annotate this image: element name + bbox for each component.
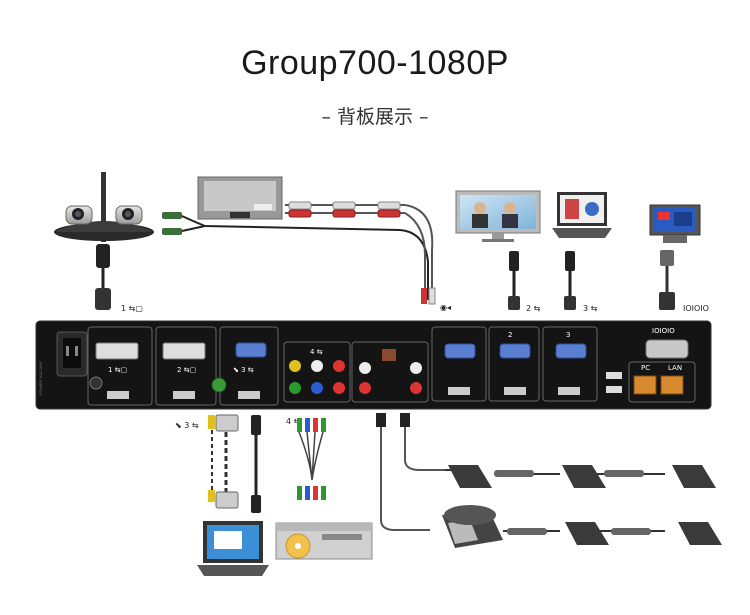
serial-cable <box>659 250 675 310</box>
mic-chain-top <box>445 465 716 488</box>
component-cable <box>297 418 326 500</box>
port-label-pc: PC <box>641 364 650 372</box>
camera-audio-cable <box>162 212 429 300</box>
rca-audio-cable <box>285 201 436 305</box>
dual-camera-stand <box>54 172 154 242</box>
monitor-2-cable <box>508 251 520 310</box>
callout-serial: IOIOIO <box>683 304 709 313</box>
monitor-2 <box>455 190 541 242</box>
port-label-serial: IOIOIO <box>652 327 675 335</box>
laptop-top <box>552 192 612 238</box>
port-label-cam2: 2 ⇆▢ <box>177 366 196 374</box>
audio-out-callout: ◉◂ <box>440 303 451 312</box>
conference-phone <box>442 505 503 548</box>
port-label-cam1: 1 ⇆▢ <box>108 366 127 374</box>
page-subtitle: – 背板展示 – <box>321 106 429 128</box>
pc-cables <box>208 414 261 513</box>
touch-panel <box>649 204 701 243</box>
dvd-player <box>275 522 373 560</box>
mic-chain-bottom <box>503 522 722 545</box>
port-label-lan: LAN <box>668 364 682 372</box>
callout-video4: 4 ⇆ <box>286 417 301 426</box>
tv-monitor <box>197 176 283 220</box>
camera-cable <box>95 244 111 310</box>
svg-text:POWER 100-240V: POWER 100-240V <box>38 361 43 395</box>
callout-monitor2: 2 ⇆ <box>526 304 541 313</box>
laptop-top-cable <box>564 251 576 310</box>
callout-cam1: 1 ⇆▢ <box>121 304 143 313</box>
microphone-cables <box>376 413 445 531</box>
callout-monitor3: 3 ⇆ <box>583 304 598 313</box>
port-label-out3: 3 <box>566 331 570 339</box>
page-title: Group700-1080P <box>241 44 509 82</box>
rear-panel: POWER 100-240V 1 ⇆▢ 2 ⇆▢ ⬊ 3 ⇆ 4 ⇆ <box>35 320 712 410</box>
port-label-pc3: ⬊ 3 ⇆ <box>233 366 254 374</box>
port-label-video4: 4 ⇆ <box>310 348 323 356</box>
callout-pc3: ⬊ 3 ⇆ <box>175 421 199 430</box>
laptop-bottom <box>197 521 269 576</box>
port-label-out2: 2 <box>508 331 512 339</box>
